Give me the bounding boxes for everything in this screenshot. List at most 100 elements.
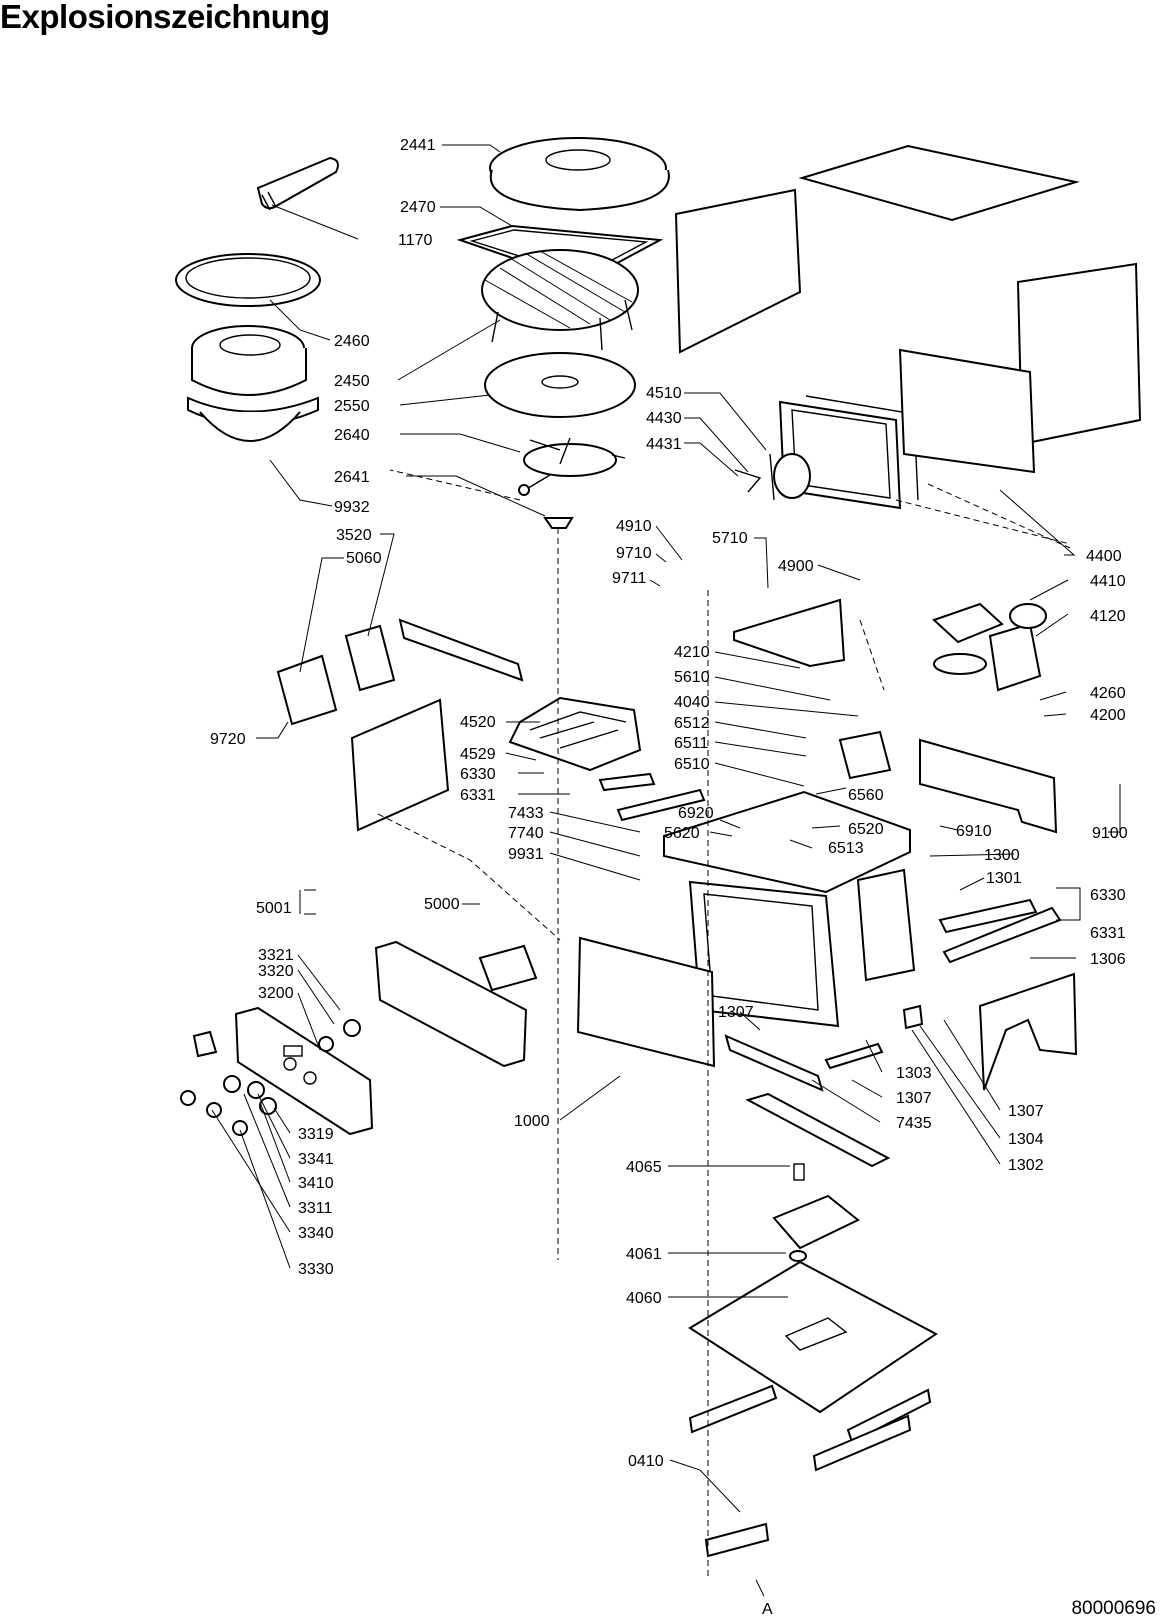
callout-9932: 9932 [334, 499, 370, 516]
callout-4430: 4430 [646, 410, 682, 427]
callout-6513: 6513 [828, 840, 864, 857]
part-housing-top [798, 144, 1080, 222]
part-display-lens [192, 1030, 218, 1058]
callout-2550: 2550 [334, 398, 370, 415]
part-guide-rail [598, 772, 706, 822]
part-transformer [932, 602, 1047, 692]
callout-1307-c: 1307 [1008, 1103, 1044, 1120]
part-cover-dome [489, 137, 670, 212]
part-grill-rack [481, 249, 639, 351]
callout-1302: 1302 [1008, 1157, 1044, 1174]
callout-2470: 2470 [400, 199, 436, 216]
part-relay-module [478, 944, 538, 992]
callout-6510: 6510 [674, 756, 710, 773]
callout-6560: 6560 [848, 787, 884, 804]
callout-9100: 9100 [1092, 825, 1128, 842]
axis-marker: A [762, 1601, 773, 1618]
callout-3341: 3341 [298, 1151, 334, 1168]
part-base-plate [688, 1260, 938, 1414]
callout-6520: 6520 [848, 821, 884, 838]
callout-1301: 1301 [986, 870, 1022, 887]
callout-3410: 3410 [298, 1175, 334, 1192]
callout-4200: 4200 [1090, 707, 1126, 724]
part-door-frame [778, 348, 1036, 510]
callout-4061: 4061 [626, 1246, 662, 1263]
callout-5000: 5000 [424, 896, 460, 913]
part-control-panel [234, 1006, 374, 1136]
callout-1300: 1300 [984, 847, 1020, 864]
part-coupler [543, 517, 574, 529]
callout-3520: 3520 [336, 527, 372, 544]
part-turntable-plate [484, 352, 636, 418]
callout-3340: 3340 [298, 1225, 334, 1242]
callout-6331: 6331 [460, 787, 496, 804]
callout-5620: 5620 [664, 825, 700, 842]
part-oven-cavity [663, 790, 916, 1028]
part-handle [256, 156, 339, 211]
part-base-rail [724, 1034, 891, 1168]
callout-6920: 6920 [678, 805, 714, 822]
part-feet-rails [688, 1384, 932, 1558]
callout-3311: 3311 [298, 1200, 333, 1217]
part-steamer-dish [187, 325, 319, 442]
callout-2460: 2460 [334, 333, 370, 350]
callout-6331-right: 6331 [1090, 925, 1126, 942]
callout-9711: 9711 [612, 570, 647, 587]
part-knobs [180, 1019, 361, 1136]
callout-7740: 7740 [508, 825, 544, 842]
callout-3321: 3321 [258, 947, 294, 964]
callout-4900: 4900 [778, 558, 814, 575]
callout-2641: 2641 [334, 469, 370, 486]
callout-1303: 1303 [896, 1065, 932, 1082]
callout-4520: 4520 [460, 714, 496, 731]
callout-4400: 4400 [1086, 548, 1122, 565]
callout-6512: 6512 [674, 715, 710, 732]
part-rear-panel [919, 738, 1058, 834]
part-waveguide-cover [733, 598, 846, 668]
callout-1304: 1304 [1008, 1131, 1044, 1148]
part-plate [175, 253, 321, 307]
callout-3320: 3320 [258, 963, 294, 980]
callout-5710: 5710 [712, 530, 748, 547]
callout-9931: 9931 [508, 846, 544, 863]
leader-lines [211, 144, 1121, 1597]
callout-4260: 4260 [1090, 685, 1126, 702]
part-mode-stirrer [734, 453, 811, 501]
callout-2450: 2450 [334, 373, 370, 390]
callout-labels: 2441 2470 1170 2460 2450 2550 2640 2641 … [210, 137, 1128, 1618]
callout-4529: 4529 [460, 746, 496, 763]
callout-4210: 4210 [674, 644, 710, 661]
part-control-frame [374, 940, 528, 1068]
callout-4120: 4120 [1090, 608, 1126, 625]
callout-0410: 0410 [628, 1453, 664, 1470]
callout-4431: 4431 [646, 436, 682, 453]
callout-3200: 3200 [258, 985, 294, 1002]
drawing-number: 80000696 [1071, 1598, 1156, 1619]
callout-3330: 3330 [298, 1261, 334, 1278]
callout-4410: 4410 [1090, 573, 1126, 590]
callout-6330-right: 6330 [1090, 887, 1126, 904]
part-housing-panel-left [674, 188, 802, 354]
part-door-switch [824, 1004, 924, 1070]
callout-9710: 9710 [616, 545, 652, 562]
callout-3319: 3319 [298, 1126, 334, 1143]
callout-1000: 1000 [514, 1113, 550, 1130]
callout-2640: 2640 [334, 427, 370, 444]
part-control-board [276, 654, 338, 726]
callout-1307-b: 1307 [896, 1090, 932, 1107]
part-housing-panel-back [1016, 262, 1142, 446]
callout-5001: 5001 [256, 900, 292, 917]
part-insulation-right [978, 972, 1078, 1091]
part-magnetron [838, 730, 892, 780]
part-latch [938, 898, 1062, 964]
callout-7435: 7435 [896, 1115, 932, 1132]
callout-7433: 7433 [508, 805, 544, 822]
callout-9720: 9720 [210, 731, 246, 748]
part-insulation-left [350, 698, 450, 832]
callout-4060: 4060 [626, 1290, 662, 1307]
callout-6511: 6511 [674, 735, 709, 752]
callout-1306: 1306 [1090, 951, 1126, 968]
part-bracket [344, 618, 524, 692]
callout-4065: 4065 [626, 1159, 662, 1176]
callout-5610: 5610 [674, 669, 710, 686]
